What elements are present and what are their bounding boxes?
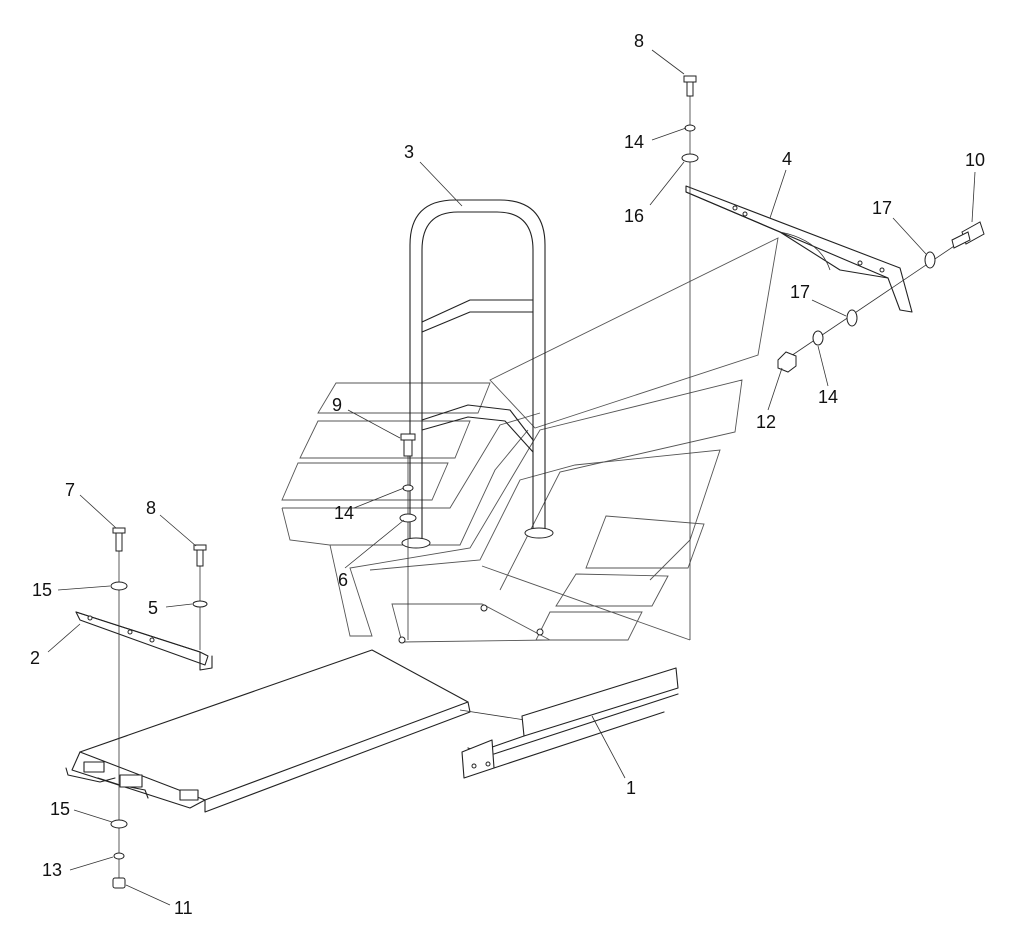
callout-15-upper: 15 xyxy=(32,580,52,600)
callout-labels: 1 2 3 4 5 6 7 8 8 9 10 11 12 13 14 14 14… xyxy=(30,31,985,918)
callout-8-top: 8 xyxy=(634,31,644,51)
left-bracket xyxy=(75,611,213,671)
callout-7: 7 xyxy=(65,480,75,500)
callout-15-lower: 15 xyxy=(50,799,70,819)
callout-16: 16 xyxy=(624,206,644,226)
callout-8-left: 8 xyxy=(146,498,156,518)
callout-17-upper: 17 xyxy=(872,198,892,218)
handle-rail xyxy=(401,199,554,549)
callout-11: 11 xyxy=(174,898,193,918)
callout-14-right: 14 xyxy=(818,387,838,407)
ghost-panel xyxy=(317,382,491,414)
ghost-panel xyxy=(585,515,705,569)
ghost-panel xyxy=(555,573,669,607)
callout-3: 3 xyxy=(404,142,414,162)
callout-14-mid: 14 xyxy=(334,503,354,523)
callout-2: 2 xyxy=(30,648,40,668)
callout-14-top: 14 xyxy=(624,132,644,152)
side-rail xyxy=(461,667,679,779)
leader-lines xyxy=(47,49,976,906)
callout-1: 1 xyxy=(626,778,636,798)
callout-12: 12 xyxy=(756,412,776,432)
hardware xyxy=(110,75,985,889)
callout-13: 13 xyxy=(42,860,62,880)
right-bracket xyxy=(685,185,913,313)
callout-6: 6 xyxy=(338,570,348,590)
callout-4: 4 xyxy=(782,149,792,169)
callout-9: 9 xyxy=(332,395,342,415)
ghost-panel xyxy=(535,611,643,641)
floor-pan xyxy=(65,649,526,813)
callout-10: 10 xyxy=(965,150,985,170)
ghost-body-outline xyxy=(281,237,779,643)
callout-5: 5 xyxy=(148,598,158,618)
ghost-panel xyxy=(281,462,449,501)
callout-17-lower: 17 xyxy=(790,282,810,302)
ghost-panel xyxy=(299,420,471,459)
